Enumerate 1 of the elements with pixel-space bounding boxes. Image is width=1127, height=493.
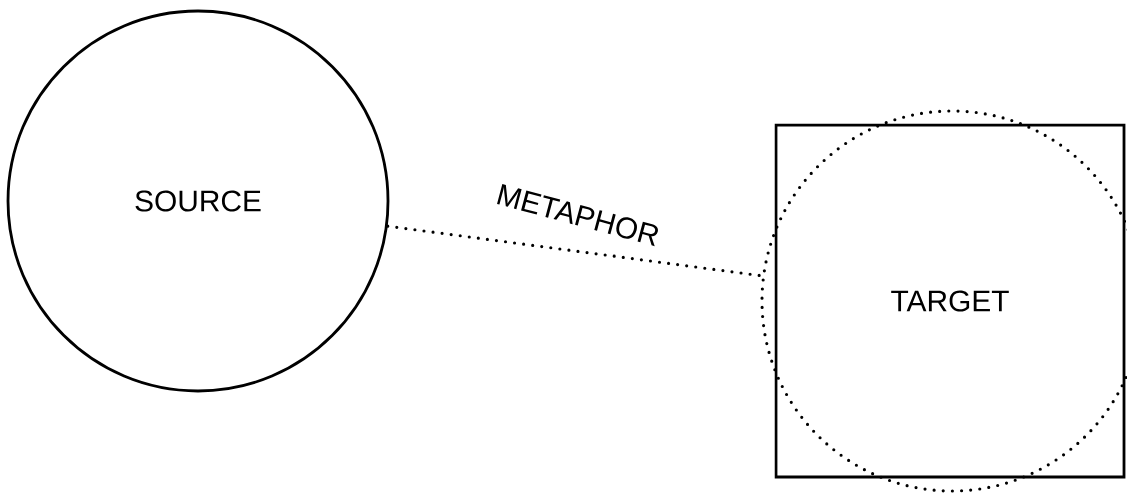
connector-line [386,224,764,278]
